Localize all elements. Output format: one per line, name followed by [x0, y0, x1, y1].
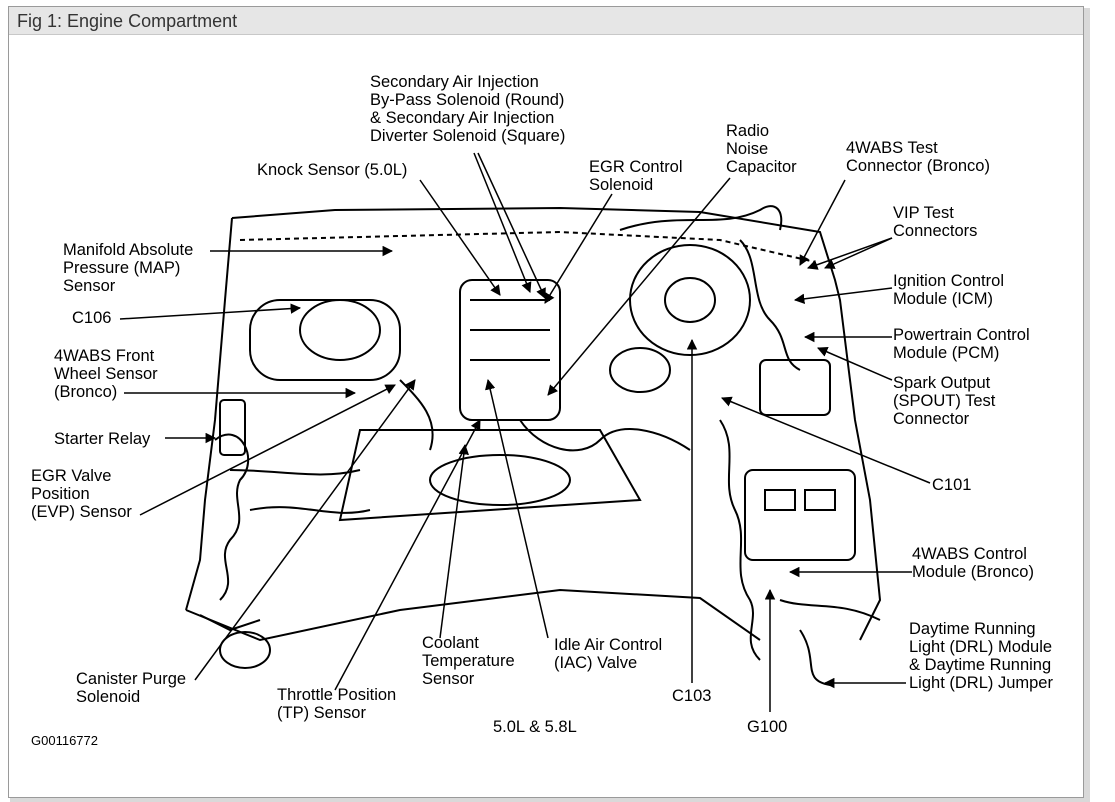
label-egr-control-solenoid: EGR Control Solenoid	[589, 158, 683, 194]
frame-shadow	[10, 798, 1090, 802]
label-coolant-temperature-sensor: Coolant Temperature Sensor	[422, 634, 515, 688]
label-ignition-control-module: Ignition Control Module (ICM)	[893, 272, 1004, 308]
engine-caption: 5.0L & 5.8L	[493, 718, 577, 736]
label-iac-valve: Idle Air Control (IAC) Valve	[554, 636, 663, 672]
figure-frame	[8, 6, 1084, 798]
figure-title: Fig 1: Engine Compartment	[17, 11, 238, 31]
leader-lines	[119, 152, 931, 712]
label-powertrain-control-module: Powertrain Control Module (PCM)	[893, 326, 1030, 362]
label-vip-test-connectors: VIP Test Connectors	[893, 204, 978, 240]
label-canister-purge-solenoid: Canister Purge Solenoid	[76, 670, 187, 706]
image-code: G00116772	[31, 733, 98, 748]
figure-title-bar	[9, 7, 1083, 35]
label-radio-noise-capacitor: Radio Noise Capacitor	[726, 122, 797, 176]
label-g100: G100	[747, 718, 788, 736]
label-c103: C103	[672, 687, 712, 705]
label-knock-sensor: Knock Sensor (5.0L)	[257, 161, 408, 179]
label-secondary-air-injection: Secondary Air Injection By-Pass Solenoid…	[370, 73, 566, 145]
engine-outline	[185, 205, 882, 686]
label-4wabs-control-module: 4WABS Control Module (Bronco)	[912, 545, 1034, 581]
label-c106: C106	[72, 309, 112, 327]
label-throttle-position-sensor: Throttle Position (TP) Sensor	[277, 686, 397, 722]
label-evp-sensor: EGR Valve Position (EVP) Sensor	[31, 467, 132, 521]
label-map-sensor: Manifold Absolute Pressure (MAP) Sensor	[63, 241, 194, 295]
label-c101: C101	[932, 476, 972, 494]
frame-shadow	[1084, 8, 1090, 800]
label-drl-module-jumper: Daytime Running Light (DRL) Module & Day…	[909, 620, 1053, 692]
label-4wabs-front-wheel-sensor: 4WABS Front Wheel Sensor (Bronco)	[54, 347, 158, 401]
label-starter-relay: Starter Relay	[54, 430, 151, 448]
label-4wabs-test-connector: 4WABS Test Connector (Bronco)	[846, 139, 990, 175]
label-spout-test-connector: Spark Output (SPOUT) Test Connector	[893, 374, 996, 428]
